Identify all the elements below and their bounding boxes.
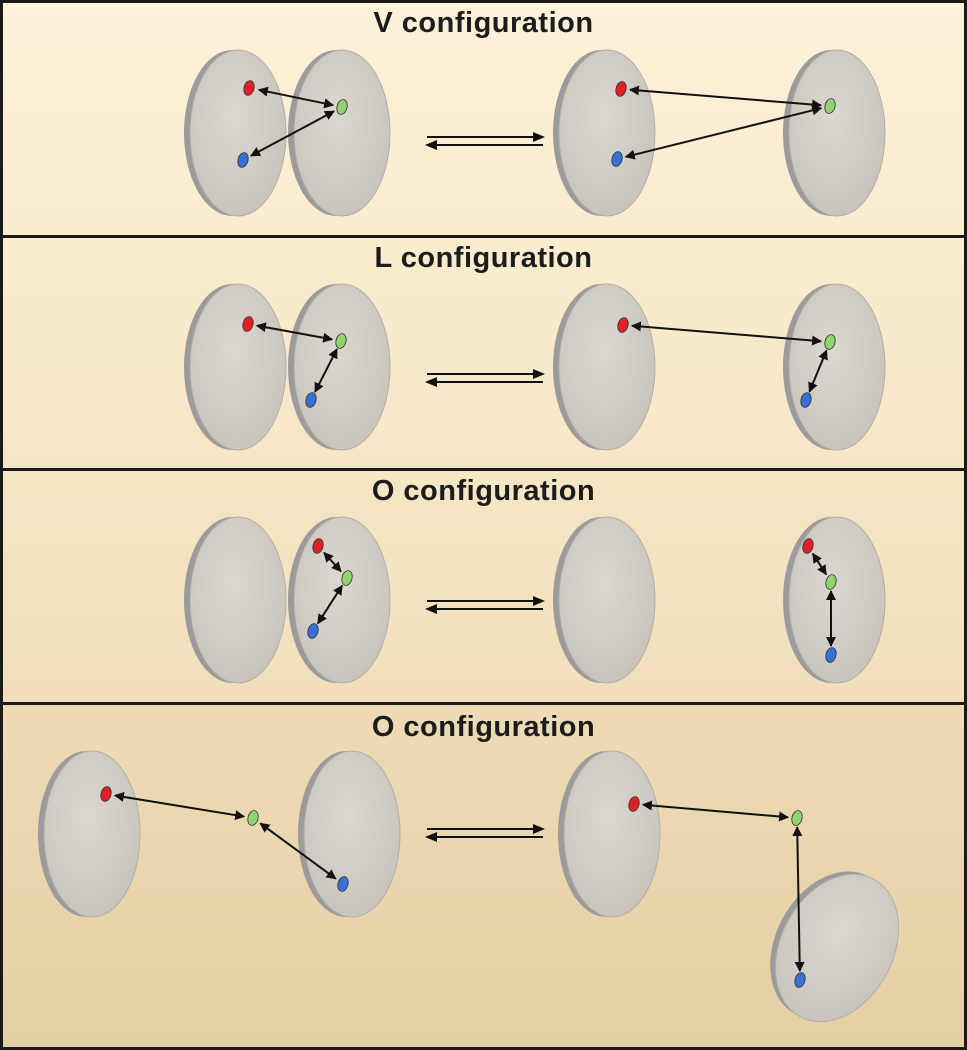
membrane-disc [38,750,141,918]
site-markers [100,80,837,988]
panel-title: L configuration [374,242,593,274]
equilibrium-symbol [425,596,545,614]
blue-site-marker [800,392,812,408]
interaction-arrow [257,86,335,109]
interaction-arrow [323,551,342,573]
red-site-marker [312,538,324,554]
red-site-marker [628,796,640,812]
reverse-arrowhead [425,604,437,614]
disc-face [774,873,900,1023]
blue-site-marker [337,876,349,892]
membrane-disc [783,49,886,217]
equilibrium-arrows [425,132,545,842]
interaction-arrows [113,85,836,973]
interaction-arrow [255,322,334,343]
interaction-arrow [630,321,823,346]
disc-face [558,516,656,684]
membrane-disc [770,871,900,1023]
green-site-marker [341,570,353,586]
blue-site-marker [237,152,249,168]
membrane-disc [783,283,886,451]
membrane-disc [184,516,287,684]
blue-site-marker [307,623,319,639]
membrane-disc [288,516,391,684]
interaction-arrow [314,348,338,393]
equilibrium-symbol [425,132,545,150]
panel-title: O configuration [371,475,596,507]
green-site-marker [247,810,259,826]
forward-arrowhead [533,369,545,379]
blue-site-marker [305,392,317,408]
membrane-disc [288,49,391,217]
membrane-disc [288,283,391,451]
interaction-arrow [812,552,827,576]
blue-site-marker [825,647,837,663]
disc-face [189,283,287,451]
red-site-marker [100,786,112,802]
forward-arrowhead [533,132,545,142]
disc-face [293,516,391,684]
panel-title: O configuration [371,711,596,743]
forward-arrowhead [533,824,545,834]
green-site-marker [336,99,348,115]
red-site-marker [242,316,254,332]
reverse-arrowhead [425,377,437,387]
disc-face [558,49,656,217]
reverse-arrowhead [425,140,437,150]
panel-title: V configuration [373,7,594,39]
interaction-arrow [624,105,823,160]
membrane-discs [38,49,900,1023]
interaction-arrow [250,110,335,157]
disc-face [43,750,141,918]
interaction-arrow [808,349,828,393]
equilibrium-symbol [425,824,545,842]
membrane-disc [184,49,287,217]
membrane-disc [553,49,656,217]
disc-face [189,516,287,684]
red-site-marker [617,317,629,333]
disc-face [788,516,886,684]
membrane-disc [558,750,661,918]
disc-face [558,283,656,451]
interaction-arrow [317,584,343,625]
blue-site-marker [794,972,806,988]
forward-arrowhead [533,596,545,606]
green-site-marker [824,334,836,350]
interaction-arrow [792,825,805,973]
disc-face [293,49,391,217]
red-site-marker [802,538,814,554]
red-site-marker [615,81,627,97]
interaction-arrow [259,822,337,880]
disc-face [189,49,287,217]
interaction-arrow [641,800,790,822]
disc-face [293,283,391,451]
membrane-disc [553,516,656,684]
membrane-disc [298,750,401,918]
blue-site-marker [611,151,623,167]
membrane-disc [184,283,287,451]
disc-face [303,750,401,918]
green-site-marker [825,574,837,590]
disc-face [788,49,886,217]
reverse-arrowhead [425,832,437,842]
interaction-arrow [113,791,246,821]
green-site-marker [791,810,803,826]
disc-face [563,750,661,918]
disc-face [788,283,886,451]
equilibrium-symbol [425,369,545,387]
membrane-disc [553,283,656,451]
red-site-marker [243,80,255,96]
green-site-marker [824,98,836,114]
green-site-marker [335,333,347,349]
interaction-arrow [628,85,823,110]
